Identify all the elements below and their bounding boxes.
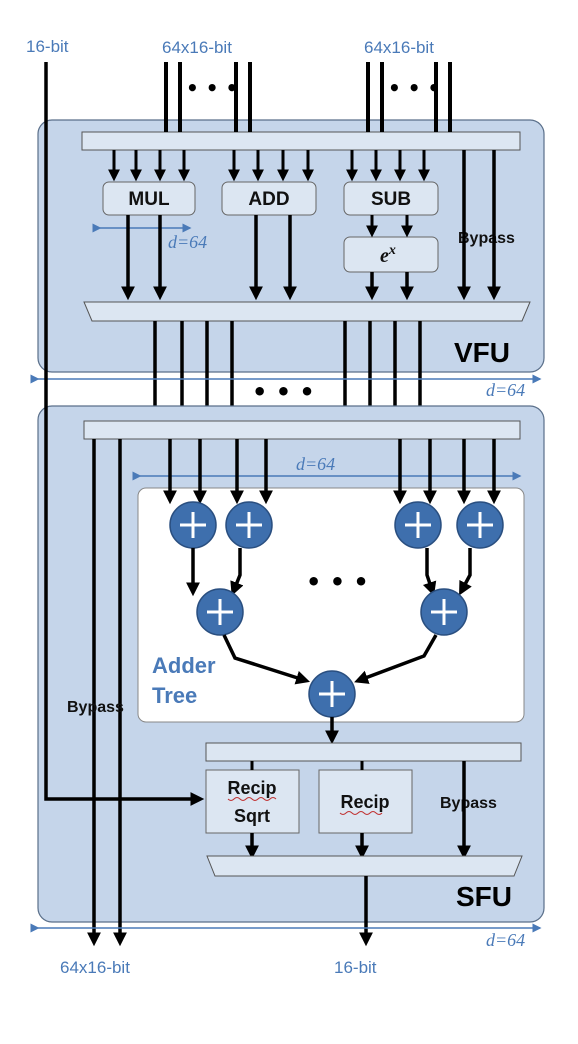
exp-base: e (380, 245, 389, 267)
output-64x16bit-label: 64x16-bit (60, 958, 130, 977)
vfu-output-mux (83, 301, 531, 322)
adder-tree-dots: • • • (306, 568, 369, 596)
input-16bit-label: 16-bit (26, 37, 69, 56)
adder-tree-dim-label: d=64 (296, 454, 335, 474)
vfu-input-register (81, 131, 521, 151)
sfu-title: SFU (456, 881, 512, 912)
adder-level1-to-level2-arrows (186, 548, 472, 597)
vfu-to-sfu-arrows (148, 321, 427, 420)
vfu-input-lines (164, 62, 452, 132)
adder-root-icon (308, 670, 356, 718)
mul-unit: MUL (102, 181, 196, 216)
sfu-dim-label: d=64 (486, 930, 525, 950)
input-16bit-line (44, 62, 205, 806)
vfu-unit-output-arrows (121, 215, 414, 301)
recip-sqrt-underline (227, 797, 277, 801)
sfu-left-bypass-label: Bypass (67, 699, 124, 716)
vfu-sfu-dots: • • • (252, 378, 315, 406)
sfu-right-bypass-label: Bypass (440, 795, 497, 812)
adder-tree-title-line2: Tree (152, 683, 197, 708)
input-64x16bit-label-right: 64x16-bit (364, 38, 434, 57)
adder-tree-title-line1: Adder (152, 653, 216, 678)
recip-sqrt-label-line2: Sqrt (234, 806, 270, 826)
sfu-output-mux (206, 855, 523, 877)
input-dots-right: • • • (388, 76, 440, 100)
vfu-register-to-units-arrows (108, 150, 430, 182)
output-16bit-label: 16-bit (334, 958, 377, 977)
recip-sqrt-unit: Recip Sqrt (205, 769, 300, 834)
sub-label: SUB (371, 189, 411, 210)
adder-1d-icon (456, 501, 504, 549)
exp-unit: ex (343, 236, 439, 273)
adder-level2-to-root-arrows (222, 634, 438, 685)
recip-label: Recip (340, 792, 389, 812)
adder-1a-icon (169, 501, 217, 549)
recip-output-arrows (245, 833, 369, 860)
adder-level1 (169, 501, 504, 549)
sub-to-exp-arrows (366, 215, 413, 238)
sfu-register-to-recip-lines (250, 761, 364, 770)
adder-1b-icon (225, 501, 273, 549)
adder-level2 (196, 588, 468, 636)
sfu-left-bypass-lines (87, 439, 127, 947)
recip-unit: Recip (318, 769, 413, 834)
vfu-bypass-label: Bypass (458, 230, 515, 247)
mul-dim-label: d=64 (168, 232, 207, 252)
add-unit: ADD (221, 181, 317, 216)
exp-superscript: x (388, 243, 396, 258)
sfu-register-to-adders-arrows (163, 439, 501, 505)
exp-label: ex (380, 243, 396, 267)
sfu-second-register (205, 742, 522, 762)
vfu-title: VFU (454, 337, 510, 368)
sub-unit: SUB (343, 181, 439, 216)
add-label: ADD (248, 189, 289, 210)
vfu-dim-label: d=64 (486, 380, 525, 400)
vfu-bypass-arrows (457, 150, 501, 301)
adder-1c-icon (394, 501, 442, 549)
adder-2a-icon (196, 588, 244, 636)
mul-label: MUL (128, 189, 170, 210)
recip-sqrt-label-line1: Recip (227, 778, 276, 798)
recip-underline (339, 811, 383, 815)
input-dots-mid: • • • (186, 76, 238, 100)
input-64x16bit-label-mid: 64x16-bit (162, 38, 232, 57)
sfu-input-register (83, 420, 521, 440)
adder-2b-icon (420, 588, 468, 636)
